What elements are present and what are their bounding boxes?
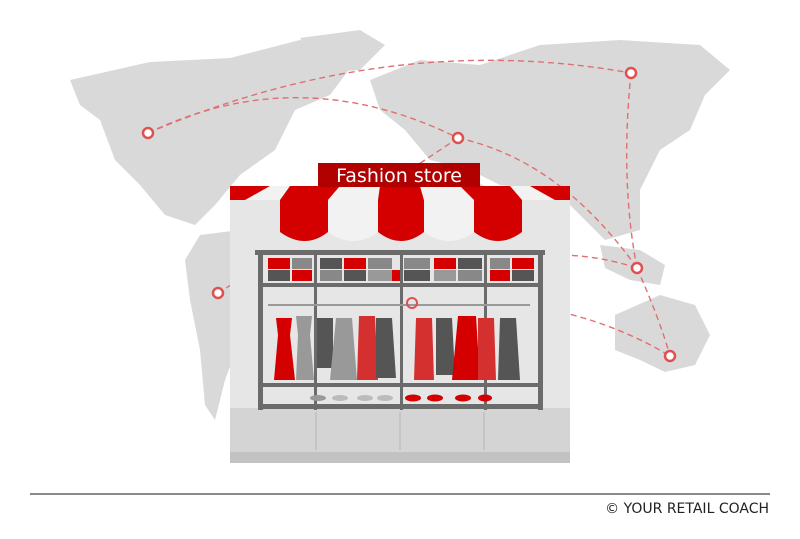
dress-icon [376, 318, 396, 378]
shoe-icon [455, 394, 471, 402]
copyright-credit: © YOUR RETAIL COACH [605, 501, 769, 517]
shoe-icon [427, 394, 443, 402]
shoes [310, 394, 492, 402]
eurasia [370, 40, 730, 240]
fashion-store: Fashion store [230, 163, 570, 463]
shoe-icon [405, 394, 421, 402]
shoe-icon [478, 394, 492, 402]
awning [230, 186, 570, 241]
location-pin-icon [451, 131, 465, 145]
dress-icon [296, 316, 314, 380]
dress-icon [498, 318, 520, 380]
north-america [70, 40, 360, 225]
shoe-icon [377, 395, 393, 401]
dress-icon [414, 318, 434, 380]
dresses [274, 316, 520, 380]
location-pin-icon [211, 286, 225, 300]
footer-divider [30, 493, 770, 495]
dress-icon [317, 318, 333, 368]
shoe-icon [332, 395, 348, 401]
store-sign-label: Fashion store [336, 165, 462, 187]
dress-icon [274, 318, 295, 380]
dress-icon [452, 316, 480, 380]
dress-icon [357, 316, 378, 380]
dress-icon [478, 318, 496, 380]
location-pin-icon [624, 66, 638, 80]
location-pin-icon [141, 126, 155, 140]
dress-icon [330, 318, 357, 380]
shoe-icon [310, 395, 326, 401]
dress-icon [436, 318, 455, 375]
shoe-icon [357, 395, 373, 401]
location-pin-icon [663, 349, 677, 363]
store-sign: Fashion store [318, 163, 480, 187]
boxes [268, 258, 534, 281]
greenland [300, 30, 385, 72]
location-pin-icon [406, 297, 418, 309]
location-pin-icon [630, 261, 644, 275]
location-pins [141, 66, 677, 363]
